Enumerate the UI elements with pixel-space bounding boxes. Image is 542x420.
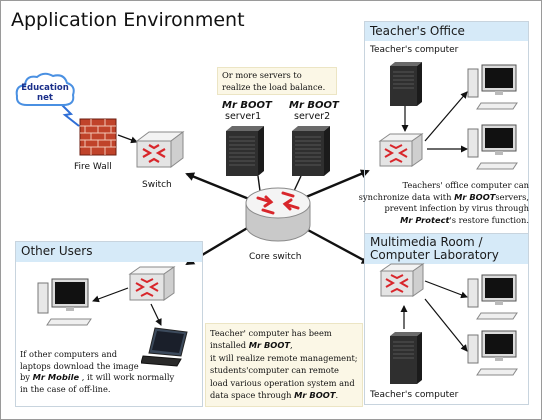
note-line: it will realize remote management; xyxy=(210,352,358,363)
core-to-switch-link xyxy=(185,172,250,201)
multimedia-teachers-computer-label: Teacher's computer xyxy=(370,390,459,400)
note-line: in the case of off-line. xyxy=(20,383,111,394)
firewall-to-switch-link xyxy=(117,134,138,144)
server1-icon xyxy=(226,126,264,176)
brand-mr-boot: Mr BOOT xyxy=(454,191,496,202)
brand-mr-protect: Mr Protect xyxy=(400,214,450,225)
other-users-panel: Other Users xyxy=(15,241,203,407)
firewall-label: Fire Wall xyxy=(74,162,112,172)
core-switch-label: Core switch xyxy=(249,252,302,262)
teacher-remote-note: Teacher' computer has beem installed Mr … xyxy=(205,323,363,407)
server1-name: Mr BOOT xyxy=(222,100,272,111)
server2-label: server2 xyxy=(294,111,331,122)
note-text: synchronize data with xyxy=(358,191,455,202)
server2-link xyxy=(293,175,302,192)
note-line: prevent infection by virus through xyxy=(384,203,529,214)
note-line: If other computers and xyxy=(20,349,118,359)
diagram-title: Application Environment xyxy=(11,9,245,31)
server1-label: server1 xyxy=(225,111,262,122)
load-balance-note: Or more servers to realize the load bala… xyxy=(217,67,337,95)
brand-mr-boot: Mr BOOT xyxy=(294,390,336,401)
cloud-label-line2: net xyxy=(37,93,53,103)
core-to-multimedia-link xyxy=(305,227,371,265)
other-users-pc-icon xyxy=(37,278,92,326)
note-text: by xyxy=(20,372,33,383)
note-text: data space through xyxy=(210,390,295,401)
note-text: 's restore function. xyxy=(449,214,529,225)
multimedia-room-panel: Multimedia Room / Computer Laboratory xyxy=(364,233,529,405)
note-line: laptops download the image xyxy=(20,360,139,371)
teachers-office-sync-note: Teachers' office computer can synchroniz… xyxy=(339,180,529,226)
other-users-note: If other computers and laptops download … xyxy=(20,349,200,395)
switch-label: Switch xyxy=(142,180,172,190)
brand-mr-mobile: Mr Mobile xyxy=(32,372,80,383)
server2-icon xyxy=(292,126,330,176)
note-line: load various operation system and xyxy=(210,377,355,388)
multimedia-tower-icon xyxy=(390,332,422,384)
laptop-icon xyxy=(141,327,188,367)
multimedia-switch-icon xyxy=(379,263,425,297)
lightning-icon xyxy=(60,103,80,127)
panel-title: Other Users xyxy=(16,242,202,262)
firewall-icon xyxy=(79,118,117,156)
panel-title: Teacher's Office xyxy=(365,22,528,41)
cloud-icon: Education net xyxy=(15,72,75,106)
panel-title-line2: Computer Laboratory xyxy=(370,248,499,262)
note-line: students'computer can remote xyxy=(210,365,339,376)
brand-mr-boot: Mr BOOT xyxy=(248,340,291,351)
teachers-office-tower-icon xyxy=(390,62,422,106)
note-text: , xyxy=(290,340,293,351)
server2-name: Mr BOOT xyxy=(289,100,339,111)
teachers-office-pc2-icon xyxy=(467,124,518,170)
teachers-office-panel: Teacher's Office Teacher's computer xyxy=(364,21,529,235)
cloud-label-line1: Education xyxy=(21,83,69,93)
core-to-teachers-office-link xyxy=(305,169,370,199)
other-users-switch-icon xyxy=(128,266,176,301)
teachers-office-switch-icon xyxy=(378,133,424,167)
note-line: Teacher' computer has beem xyxy=(210,328,332,338)
teachers-office-pc1-icon xyxy=(467,64,518,110)
note-text: installed xyxy=(210,340,249,351)
multimedia-pc2-icon xyxy=(467,330,518,376)
multimedia-pc1-icon xyxy=(467,274,518,320)
server1-link xyxy=(257,175,261,192)
note-text: servers, xyxy=(495,191,529,202)
note-text: , it will work normally xyxy=(79,372,175,383)
panel-title-line1: Multimedia Room / xyxy=(370,235,483,249)
teachers-computer-label: Teacher's computer xyxy=(370,45,459,55)
note-line: Teachers' office computer can xyxy=(402,180,529,190)
core-switch-icon xyxy=(245,187,311,242)
panel-title: Multimedia Room / Computer Laboratory xyxy=(365,234,528,264)
switch-icon xyxy=(135,131,185,168)
note-text: . xyxy=(335,390,339,401)
